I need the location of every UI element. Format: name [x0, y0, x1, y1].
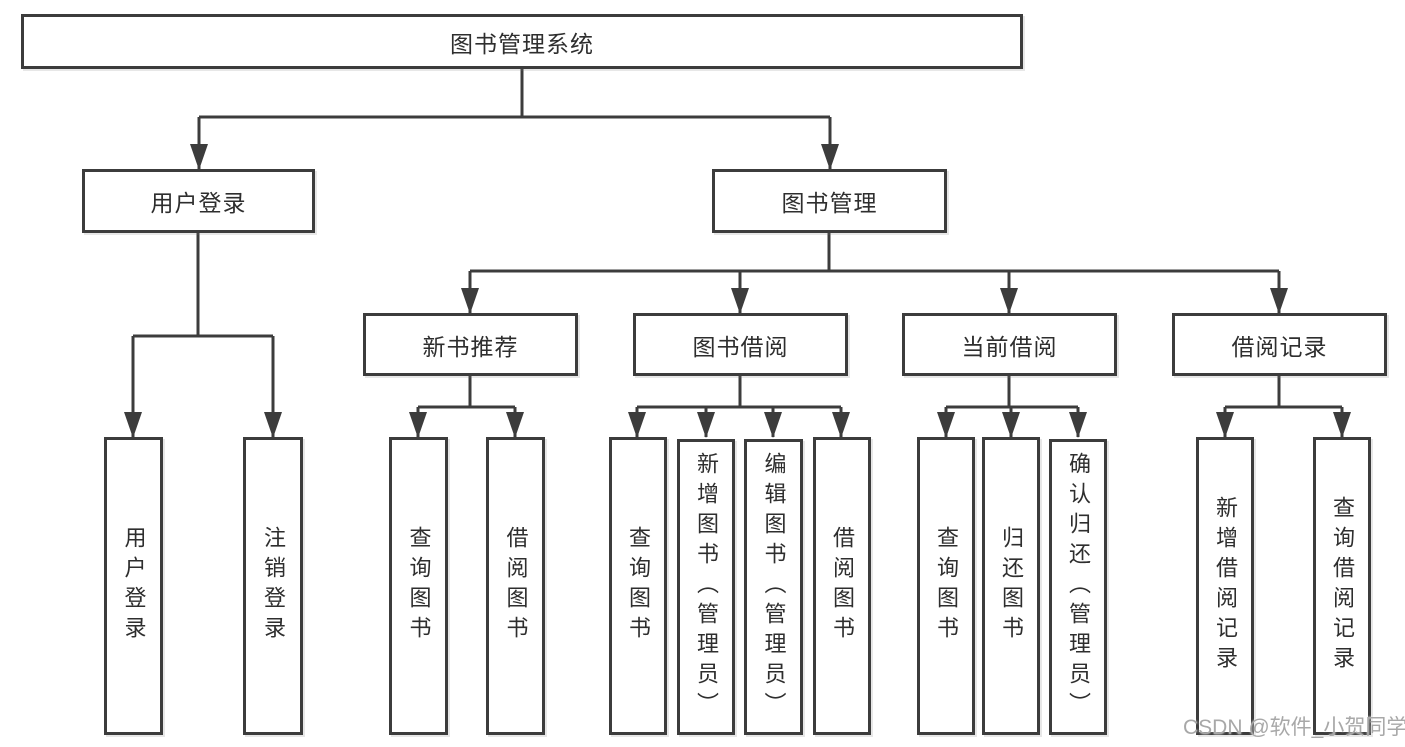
leaf-label: 注销登录: [261, 526, 286, 646]
node-label: 当前借阅: [961, 333, 1058, 360]
leaf-return-books: 归还图书: [982, 437, 1040, 735]
leaf-label: 确认归还（管理员）: [1066, 452, 1091, 722]
leaf-add-book-admin: 新增图书（管理员）: [677, 439, 735, 735]
connector-new-book: [418, 376, 515, 409]
leaf-query-borrow-record: 查询借阅记录: [1313, 437, 1371, 735]
leaf-query-books-borrowing: 查询图书: [609, 437, 667, 735]
leaf-label: 新增图书（管理员）: [694, 452, 719, 722]
connector-book-management: [470, 233, 1279, 273]
leaf-label: 归还图书: [999, 526, 1024, 646]
connector-current-borrowing: [946, 376, 1078, 409]
node-label: 图书管理: [781, 190, 878, 216]
connector-borrowing-records: [1225, 376, 1342, 409]
node-library-management-system: 图书管理系统: [21, 14, 1023, 69]
leaf-borrow-books-recommend: 借阅图书: [486, 437, 545, 735]
leaf-label: 查询借阅记录: [1330, 496, 1355, 676]
leaf-edit-book-admin: 编辑图书（管理员）: [744, 439, 803, 735]
leaf-user-login: 用户登录: [104, 437, 163, 735]
node-user-login: 用户登录: [82, 169, 315, 233]
leaf-label: 用户登录: [121, 526, 147, 646]
leaf-confirm-return-admin: 确认归还（管理员）: [1049, 439, 1107, 735]
leaf-label: 查询图书: [406, 526, 432, 646]
leaf-label: 编辑图书（管理员）: [761, 452, 787, 722]
node-label: 用户登录: [150, 190, 247, 216]
leaf-label: 借阅图书: [830, 526, 855, 646]
node-current-borrowing: 当前借阅: [902, 313, 1117, 376]
leaf-borrow-books-borrowing: 借阅图书: [813, 437, 871, 735]
leaf-label: 借阅图书: [503, 526, 529, 646]
node-book-borrowing: 图书借阅: [633, 313, 848, 376]
connector-root: [199, 69, 830, 119]
csdn-watermark: CSDN @软件_小贺同学: [1183, 716, 1405, 739]
leaf-query-books-current: 查询图书: [917, 437, 975, 735]
node-label: 新书推荐: [422, 333, 519, 360]
node-label: 图书借阅: [692, 333, 789, 360]
leaf-label: 查询图书: [934, 526, 959, 646]
leaf-label: 新增借阅记录: [1213, 496, 1238, 676]
node-borrowing-records: 借阅记录: [1172, 313, 1387, 376]
connector-book-borrowing: [637, 376, 841, 409]
node-new-book-recommendation: 新书推荐: [363, 313, 578, 376]
leaf-query-books-recommend: 查询图书: [389, 437, 448, 735]
connector-user-login: [133, 233, 273, 338]
node-book-management: 图书管理: [712, 169, 947, 233]
leaf-logout: 注销登录: [243, 437, 303, 735]
leaf-label: 查询图书: [626, 526, 651, 646]
node-label: 借阅记录: [1231, 333, 1328, 360]
leaf-add-borrow-record: 新增借阅记录: [1196, 437, 1254, 735]
node-label: 图书管理系统: [450, 30, 594, 57]
